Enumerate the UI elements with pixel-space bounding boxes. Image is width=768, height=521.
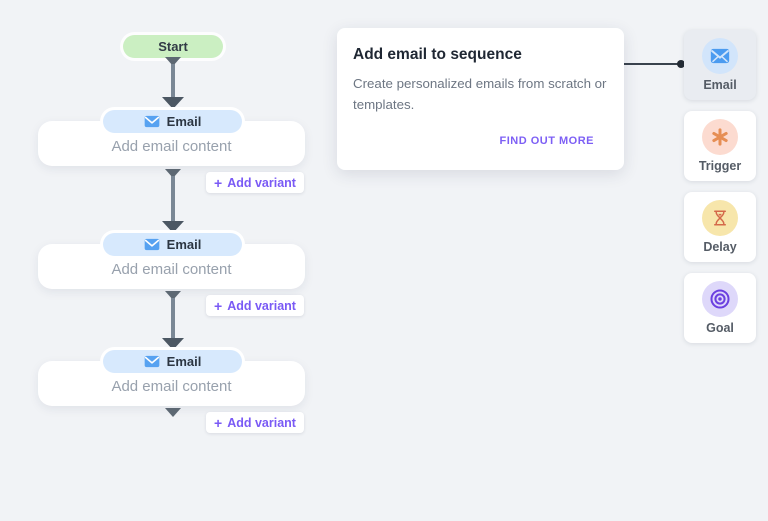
tooltip-connector-dot bbox=[677, 60, 685, 68]
palette-trigger-label: Trigger bbox=[698, 159, 742, 173]
arrow-down-icon bbox=[165, 57, 181, 66]
email-node-pill[interactable]: Email bbox=[103, 110, 242, 133]
tooltip-connector-line bbox=[624, 63, 678, 65]
arrow-down-icon bbox=[165, 169, 181, 178]
plus-icon: + bbox=[214, 297, 223, 314]
add-variant-button[interactable]: + Add variant bbox=[206, 172, 304, 193]
start-node[interactable]: Start bbox=[123, 35, 223, 58]
asterisk-icon bbox=[702, 119, 738, 155]
email-pill-label: Email bbox=[166, 354, 202, 369]
plus-icon: + bbox=[214, 174, 223, 191]
flow-connector bbox=[171, 64, 175, 98]
arrow-down-icon bbox=[162, 97, 184, 109]
email-node-placeholder: Add email content bbox=[111, 138, 232, 155]
add-variant-button[interactable]: + Add variant bbox=[206, 412, 304, 433]
arrow-down-icon bbox=[162, 338, 184, 350]
add-variant-button[interactable]: + Add variant bbox=[206, 295, 304, 316]
flow-connector bbox=[171, 176, 175, 222]
palette-delay-button[interactable]: Delay bbox=[684, 192, 756, 262]
arrow-down-icon bbox=[165, 408, 181, 417]
email-node-placeholder: Add email content bbox=[111, 261, 232, 278]
palette-delay-label: Delay bbox=[703, 240, 737, 254]
palette-email-button[interactable]: Email bbox=[684, 30, 756, 100]
hourglass-icon bbox=[702, 200, 738, 236]
palette-goal-button[interactable]: Goal bbox=[684, 273, 756, 343]
email-node-placeholder: Add email content bbox=[111, 378, 232, 395]
email-tooltip-card: Add email to sequence Create personalize… bbox=[337, 28, 624, 170]
envelope-icon bbox=[144, 238, 159, 251]
flow-connector bbox=[171, 298, 175, 338]
email-pill-label: Email bbox=[166, 237, 202, 252]
tooltip-description: Create personalized emails from scratch … bbox=[353, 76, 607, 113]
palette-goal-label: Goal bbox=[706, 321, 734, 335]
palette-trigger-button[interactable]: Trigger bbox=[684, 111, 756, 181]
target-icon bbox=[702, 281, 738, 317]
plus-icon: + bbox=[214, 414, 223, 431]
arrow-down-icon bbox=[162, 221, 184, 233]
email-node-pill[interactable]: Email bbox=[103, 233, 242, 256]
add-variant-label: Add variant bbox=[227, 298, 296, 313]
tooltip-title: Add email to sequence bbox=[353, 46, 522, 63]
add-variant-label: Add variant bbox=[227, 415, 296, 430]
arrow-down-icon bbox=[165, 291, 181, 300]
email-node-pill[interactable]: Email bbox=[103, 350, 242, 373]
find-out-more-link[interactable]: FIND OUT MORE bbox=[499, 135, 594, 147]
add-variant-label: Add variant bbox=[227, 175, 296, 190]
envelope-icon bbox=[144, 115, 159, 128]
email-node-card[interactable]: Add email content bbox=[38, 121, 305, 166]
palette-email-label: Email bbox=[703, 78, 737, 92]
email-pill-label: Email bbox=[166, 114, 202, 129]
envelope-icon bbox=[702, 38, 738, 74]
envelope-icon bbox=[144, 355, 159, 368]
